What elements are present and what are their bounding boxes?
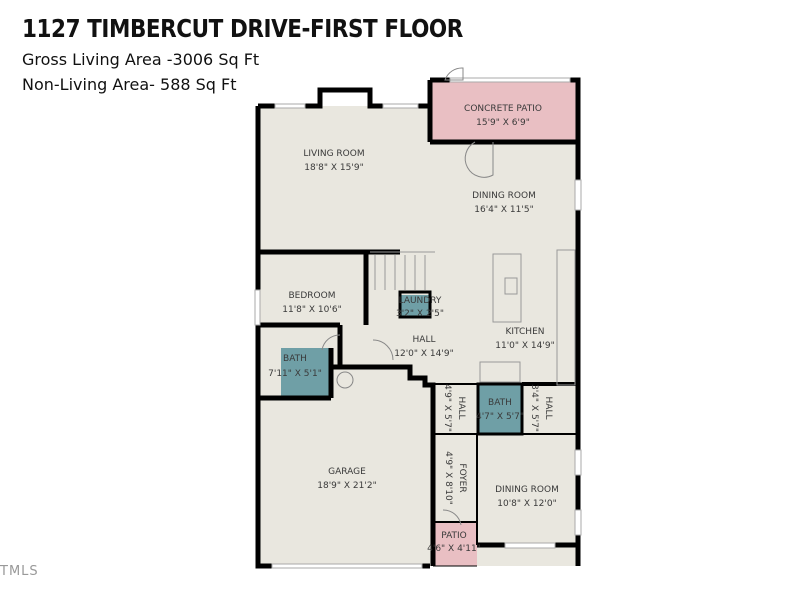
room-dims: 16'4" X 11'5" — [474, 205, 533, 215]
room-name: BEDROOM — [289, 291, 336, 301]
room-name: FOYER — [457, 463, 467, 492]
room-dims: 3'2" X 2'5" — [396, 309, 444, 319]
floor-plan-title: 1127 TIMBERCUT DRIVE-FIRST FLOOR — [22, 14, 463, 43]
room-dims: 18'9" X 21'2" — [317, 481, 376, 491]
room-dims: 18'8" X 15'9" — [304, 163, 363, 173]
room-dims: 7'11" X 5'1" — [268, 369, 322, 379]
room-name: LAUNDRY — [399, 296, 442, 306]
room-dims: 4'9" X 8'10" — [443, 451, 453, 505]
room-name: CONCRETE PATIO — [464, 104, 542, 114]
room-name: HALL — [413, 335, 436, 345]
room-name: BATH — [283, 354, 307, 364]
patio-floor — [433, 522, 477, 566]
room-name: DINING ROOM — [495, 485, 559, 495]
room-dims: 11'8" X 10'6" — [282, 305, 341, 315]
room-name: GARAGE — [328, 467, 366, 477]
bath-floor-left — [281, 348, 331, 397]
room-name: BATH — [488, 398, 512, 408]
room-name: KITCHEN — [506, 327, 545, 337]
non-living-area: Non-Living Area- 588 Sq Ft — [22, 75, 237, 94]
room-labels: CONCRETE PATIO 15'9" X 6'9" LIVING ROOM … — [268, 104, 559, 554]
kitchen-island — [479, 249, 576, 386]
room-name: LIVING ROOM — [303, 149, 364, 159]
stairs — [370, 251, 435, 290]
bath-floor-center — [478, 384, 522, 434]
watermark: TMLS — [0, 564, 39, 579]
room-dims: 4'9" X 5'7" — [442, 384, 452, 432]
room-dims: 10'8" X 12'0" — [497, 499, 556, 509]
room-dims: 11'0" X 14'9" — [495, 341, 554, 351]
room-name: DINING ROOM — [472, 191, 536, 201]
gross-living-area: Gross Living Area -3006 Sq Ft — [22, 50, 260, 69]
doors — [321, 67, 494, 526]
concrete-patio-floor — [430, 80, 578, 142]
room-dims: 3'4" X 5'7" — [529, 384, 539, 432]
room-name: HALL — [456, 397, 466, 420]
room-dims: 12'0" X 14'9" — [394, 349, 453, 359]
room-dims: 4'7" X 5'7" — [476, 412, 524, 422]
room-dims: 15'9" X 6'9" — [476, 118, 530, 128]
laundry-floor — [400, 295, 430, 317]
floor-areas — [258, 80, 578, 566]
room-name: PATIO — [441, 531, 467, 541]
room-dims: 4'6" X 4'11" — [427, 544, 481, 554]
room-name: HALL — [543, 397, 553, 420]
